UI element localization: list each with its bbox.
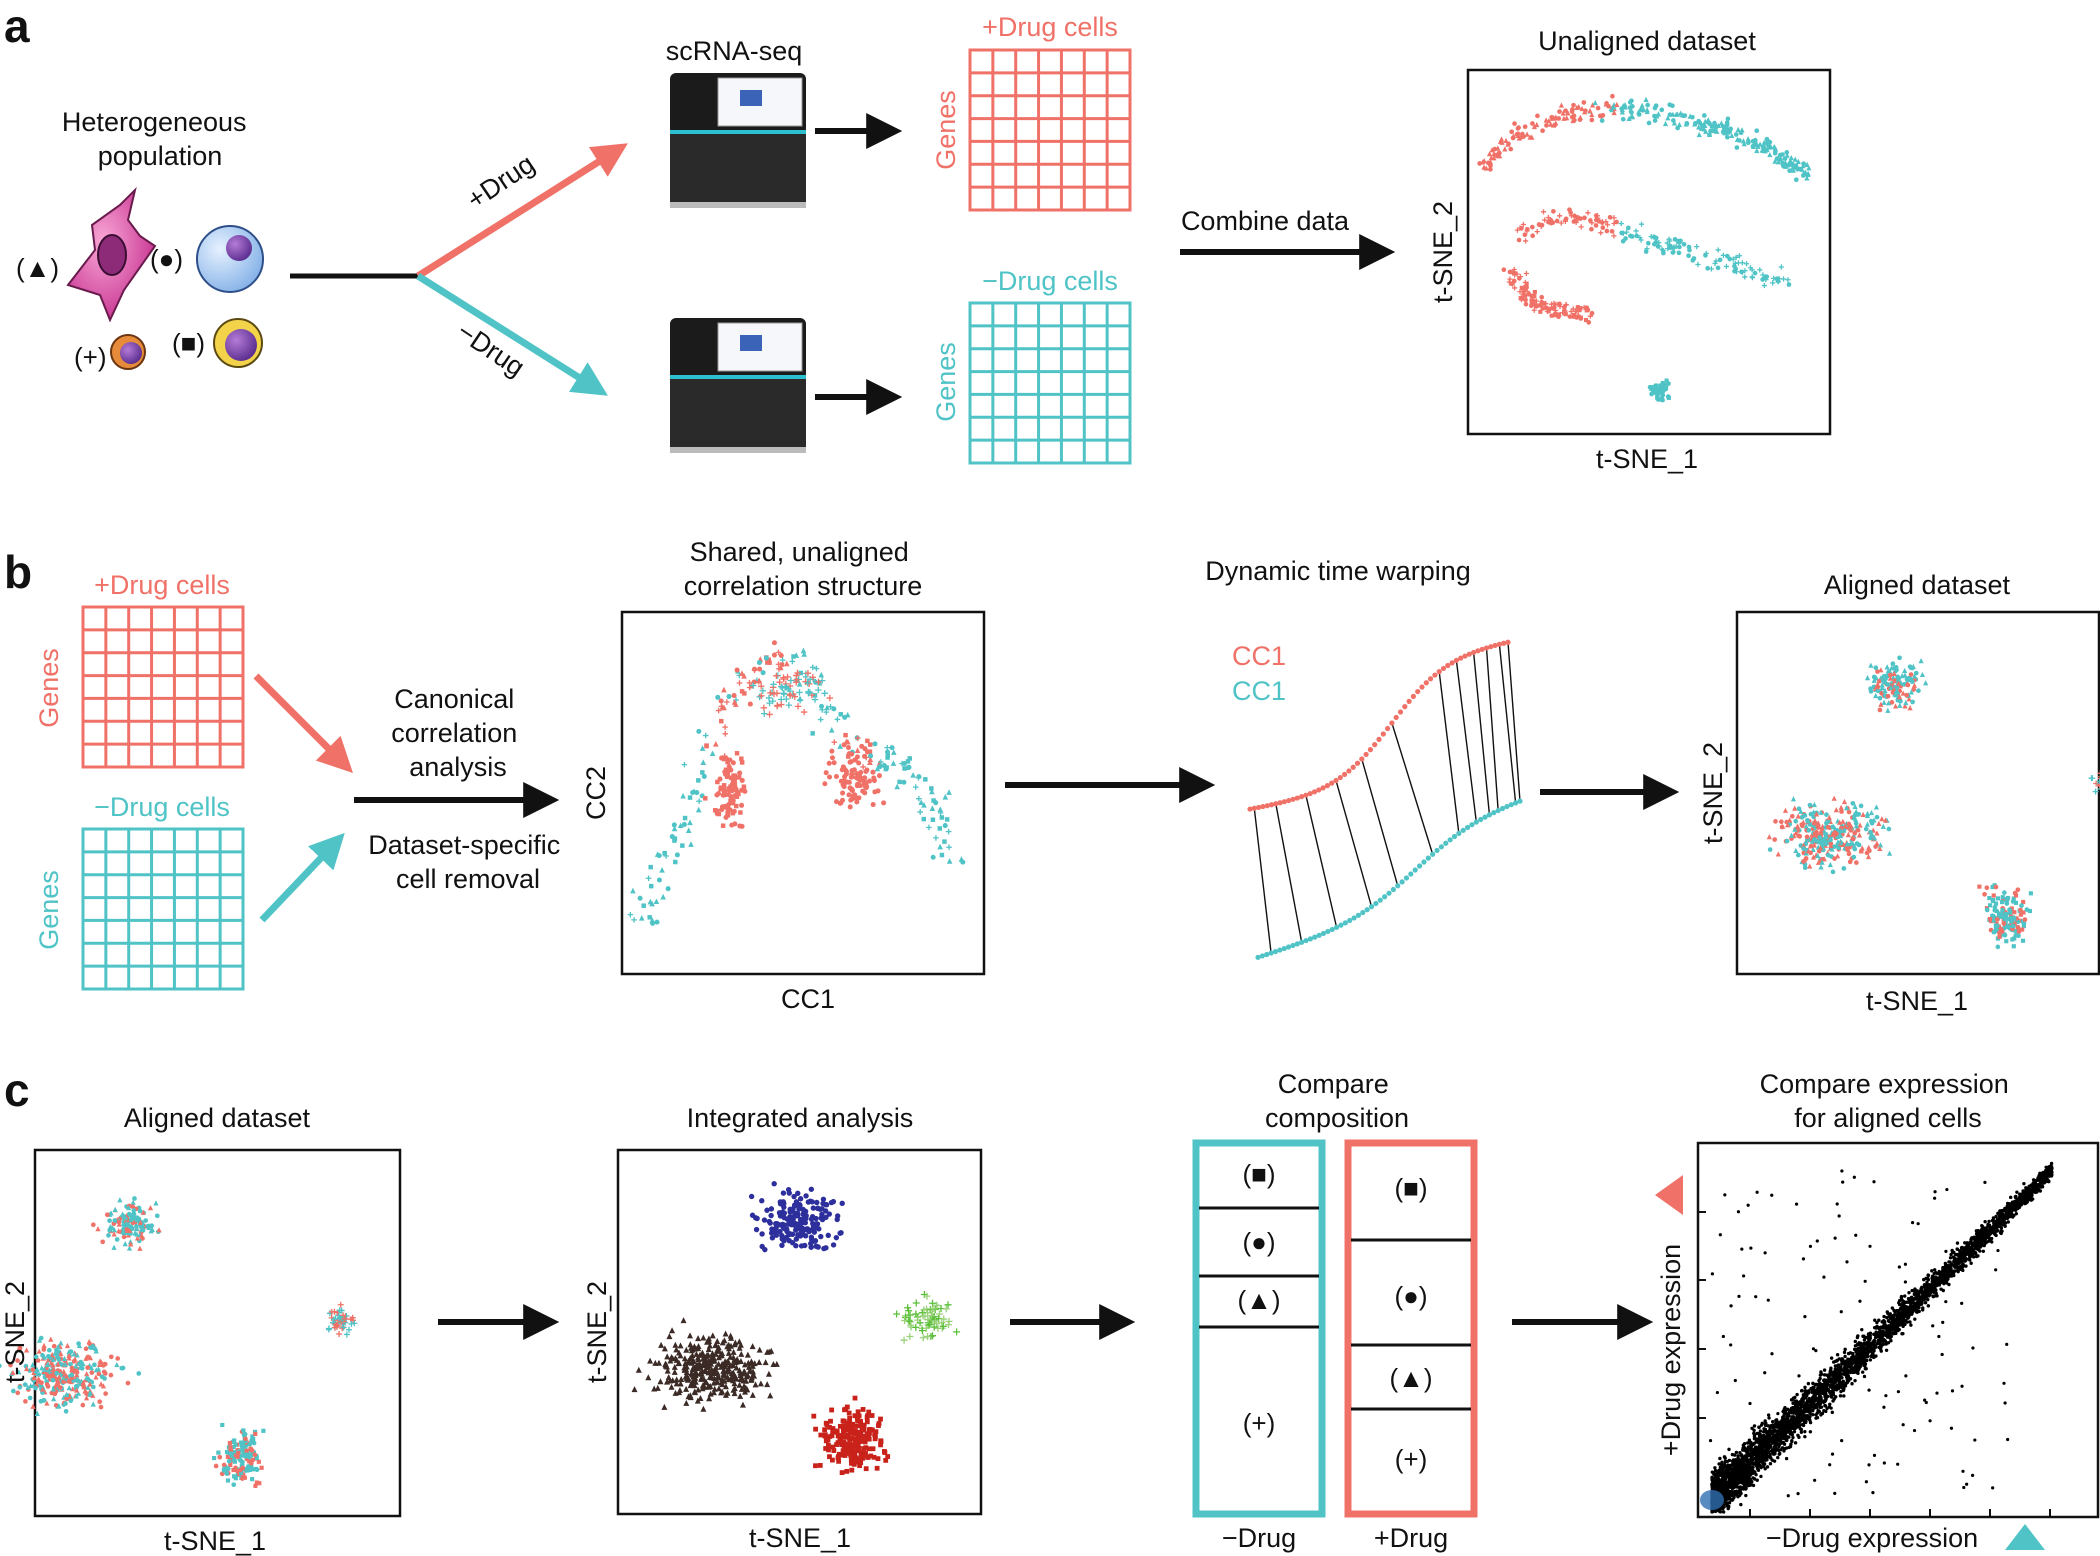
plus-drug-arrow: [416, 143, 628, 279]
dtw-series-red: CC1: [1232, 641, 1286, 671]
plus-column-label: +Drug: [1374, 1523, 1448, 1553]
dtw-title: Dynamic time warping: [1205, 556, 1471, 586]
a-genes-label-plus: Genes: [931, 90, 961, 170]
b-genes-label-plus: Genes: [34, 648, 64, 728]
square-marker-label: (■): [172, 328, 205, 358]
dtw-plot: [1247, 639, 1523, 960]
b-minus-arrow: [259, 832, 345, 923]
cc-plot-title: Shared, unaligned correlation structure: [684, 537, 923, 601]
b-plus-matrix-title: +Drug cells: [94, 570, 230, 600]
b-aligned-scatter: [1766, 655, 2100, 950]
minus-drug-label: −Drug: [452, 316, 530, 382]
cca-label: Canonical correlation analysis: [391, 684, 525, 782]
c-y-axis-2: t-SNE_2: [582, 1281, 612, 1383]
c-aligned-scatter: [0, 1196, 358, 1488]
a-x-axis: t-SNE_1: [1596, 444, 1698, 474]
triangle-cell-icon: [66, 186, 157, 323]
minus-row-square: (■): [1242, 1159, 1275, 1189]
unaligned-title: Unaligned dataset: [1538, 26, 1756, 56]
b-y-axis: t-SNE_2: [1698, 742, 1728, 844]
unaligned-scatter: [1477, 93, 1812, 403]
triangle-marker-label: (▲): [16, 253, 59, 283]
expr-ticks: [1698, 1211, 2051, 1517]
minus-row-triangle: (▲): [1237, 1285, 1280, 1315]
b-x-axis: t-SNE_1: [1866, 986, 1968, 1016]
b-minus-drug-matrix: [81, 827, 245, 991]
compare-title: Compare composition: [1265, 1069, 1409, 1133]
b-plus-arrow: [253, 673, 353, 773]
a-plus-matrix-title: +Drug cells: [982, 12, 1118, 42]
cc-x-axis: CC1: [781, 984, 835, 1014]
integrated-title: Integrated analysis: [687, 1103, 914, 1133]
a-y-axis: t-SNE_2: [1428, 201, 1458, 303]
plus-row-square: (■): [1394, 1173, 1427, 1203]
sequencer-icon: [670, 318, 806, 453]
circle-marker-label: (●): [150, 244, 183, 274]
plus-row-circle: (●): [1394, 1281, 1427, 1311]
b-aligned-frame: [1735, 610, 2100, 976]
minus-drug-column: (■) (●) (▲) (+): [1192, 1139, 1326, 1518]
b-minus-matrix-title: −Drug cells: [94, 792, 230, 822]
unaligned-plot-frame: [1466, 68, 1832, 436]
c-y-axis-1: t-SNE_2: [0, 1281, 30, 1383]
plus-cell-icon: [110, 334, 146, 370]
minus-row-circle: (●): [1242, 1227, 1275, 1257]
c-aligned-title: Aligned dataset: [124, 1103, 311, 1133]
population-label: Heterogeneous population: [62, 107, 254, 171]
plus-drug-column: (■) (●) (▲) (+): [1344, 1139, 1478, 1518]
b-plus-drug-matrix: [81, 605, 245, 769]
panel-letter-b: b: [4, 546, 32, 598]
c-aligned-frame: [33, 1148, 402, 1518]
c-x-axis-1: t-SNE_1: [164, 1526, 266, 1556]
square-cell-icon: [213, 318, 263, 368]
b-aligned-title: Aligned dataset: [1824, 570, 2011, 600]
plus-drug-matrix: [968, 48, 1132, 212]
plus-row-triangle: (▲): [1389, 1363, 1432, 1393]
dtw-series-teal: CC1: [1232, 676, 1286, 706]
a-genes-label-minus: Genes: [931, 342, 961, 422]
expr-y-axis: +Drug expression: [1656, 1244, 1686, 1456]
minus-drug-triangle-icon: [2005, 1524, 2045, 1550]
integrated-scatter: [631, 1181, 961, 1476]
expr-title: Compare expression for aligned cells: [1760, 1069, 2017, 1133]
sequencer-label: scRNA-seq: [666, 36, 803, 66]
cc-scatter: [627, 640, 966, 926]
circle-cell-icon: [196, 225, 264, 293]
minus-drug-matrix: [968, 301, 1132, 465]
expr-scatter: [1700, 1161, 2054, 1514]
b-genes-label-minus: Genes: [34, 870, 64, 950]
plus-drug-triangle-icon: [1655, 1175, 1683, 1215]
c-x-axis-2: t-SNE_1: [749, 1523, 851, 1553]
expr-x-axis: −Drug expression: [1766, 1523, 1978, 1553]
combine-label: Combine data: [1181, 206, 1350, 236]
expr-frame: [1696, 1141, 2100, 1519]
plus-marker-label: (+): [74, 342, 107, 372]
panel-letter-c: c: [4, 1064, 30, 1116]
removal-label: Dataset-specific cell removal: [368, 830, 568, 894]
panel-letter-a: a: [4, 0, 30, 52]
minus-drug-arrow: [416, 273, 608, 396]
cc-plot-frame: [620, 610, 986, 976]
sequencer-icon: [670, 73, 806, 208]
plus-row-plus: (+): [1395, 1444, 1428, 1474]
integrated-frame: [616, 1148, 983, 1516]
a-minus-matrix-title: −Drug cells: [982, 266, 1118, 296]
minus-column-label: −Drug: [1222, 1523, 1296, 1553]
minus-row-plus: (+): [1243, 1408, 1276, 1438]
cc-y-axis: CC2: [581, 766, 611, 820]
